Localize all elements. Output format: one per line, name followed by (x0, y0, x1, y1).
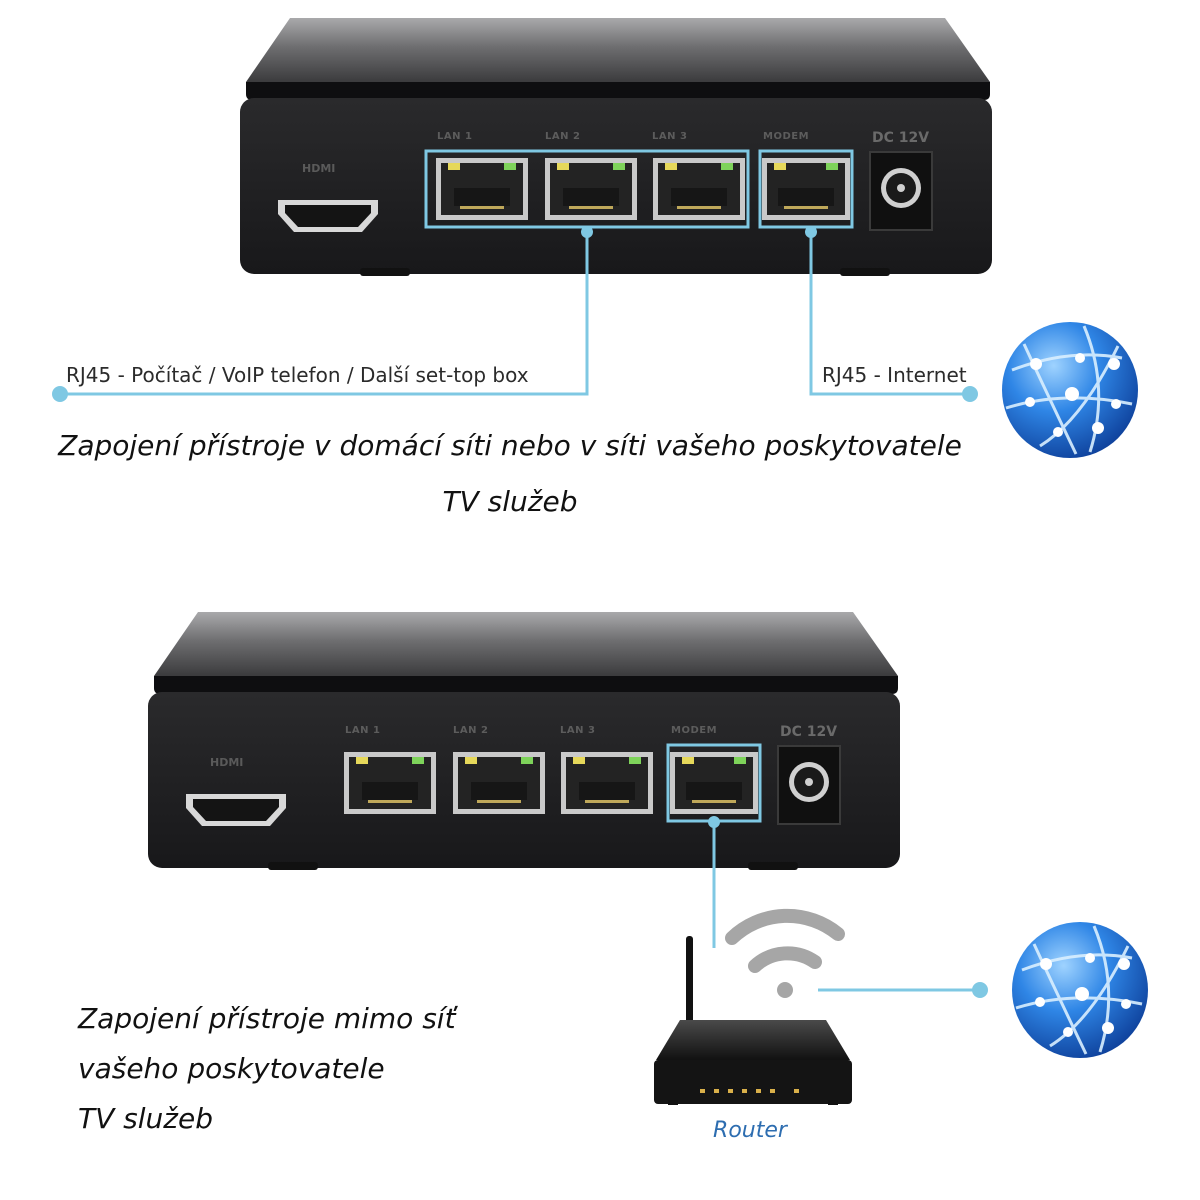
router-icon (654, 936, 852, 1105)
port-label-lan3: LAN 3 (560, 725, 595, 736)
port-label-lan1: LAN 1 (345, 725, 380, 736)
hdmi-label: HDMI (302, 162, 335, 175)
device-lid (154, 612, 898, 676)
bottom-caption-line-3: TV služeb (78, 1102, 213, 1135)
set-top-box-top: HDMI LAN 1 LAN 2 LAN 3 MODEM DC 12V (240, 18, 992, 276)
rj45-port-icon (653, 158, 745, 220)
router-antenna (686, 936, 693, 1028)
hdmi-port-icon (278, 200, 378, 232)
port-labels-bottom: LAN 1 LAN 2 LAN 3 MODEM DC 12V (345, 724, 837, 740)
power-jack-icon (869, 151, 933, 231)
rj45-port-icon (561, 752, 653, 814)
port-label-lan2: LAN 2 (453, 725, 488, 736)
connector-dot (52, 386, 68, 402)
wifi-icon (725, 908, 845, 998)
modem-port-highlight (758, 149, 854, 229)
connector-dot (805, 226, 817, 238)
lan-connector-line (60, 232, 589, 396)
device-foot (268, 862, 318, 870)
internet-connection-label: RJ45 - Internet (822, 363, 967, 387)
device-foot (360, 268, 410, 276)
port-label-lan1: LAN 1 (437, 131, 472, 142)
connector-dot (962, 386, 978, 402)
router-label: Router (713, 1118, 787, 1143)
power-jack-icon (777, 745, 841, 825)
rj45-port-icon (436, 158, 528, 220)
device-lid (246, 18, 990, 82)
device-lid-edge (154, 676, 898, 694)
top-caption: Zapojení přístroje v domácí síti nebo v … (0, 418, 1020, 530)
hdmi-label: HDMI (210, 756, 243, 769)
lan-connection-label: RJ45 - Počítač / VoIP telefon / Další se… (66, 363, 529, 387)
device-lid-edge (246, 82, 990, 100)
globe-icon (1002, 322, 1138, 458)
top-caption-line-1: Zapojení přístroje v domácí síti nebo v … (58, 429, 962, 462)
router-front (654, 1060, 852, 1104)
rj45-port-icon (344, 752, 436, 814)
set-top-box-bottom: HDMI LAN 1 LAN 2 LAN 3 MODEM DC 12V (148, 612, 900, 870)
bottom-caption-line-2: vašeho poskytovatele (78, 1052, 385, 1085)
port-label-lan3: LAN 3 (652, 131, 687, 142)
globe-icon (1012, 922, 1148, 1058)
rj45-port-icon (670, 752, 758, 814)
port-labels-top: LAN 1 LAN 2 LAN 3 MODEM DC 12V (437, 130, 929, 146)
bottom-caption: Zapojení přístroje mimo síť vašeho posky… (78, 994, 638, 1144)
power-label: DC 12V (872, 130, 929, 146)
top-connectors (60, 232, 970, 396)
device-foot (840, 268, 890, 276)
rj45-port-icon (453, 752, 545, 814)
rj45-port-icon (762, 158, 850, 220)
top-caption-line-2: TV služeb (442, 485, 578, 518)
router-top (656, 1020, 850, 1060)
internet-connector-line (809, 232, 970, 396)
rj45-port-icon (545, 158, 637, 220)
bottom-caption-line-1: Zapojení přístroje mimo síť (78, 1002, 456, 1035)
connector-dot (972, 982, 988, 998)
connector-dot (708, 816, 720, 828)
port-label-modem: MODEM (763, 131, 809, 142)
port-label-modem: MODEM (671, 725, 717, 736)
port-label-lan2: LAN 2 (545, 131, 580, 142)
hdmi-port-icon (186, 794, 286, 826)
device-foot (748, 862, 798, 870)
power-label: DC 12V (780, 724, 837, 740)
connector-dot (581, 226, 593, 238)
